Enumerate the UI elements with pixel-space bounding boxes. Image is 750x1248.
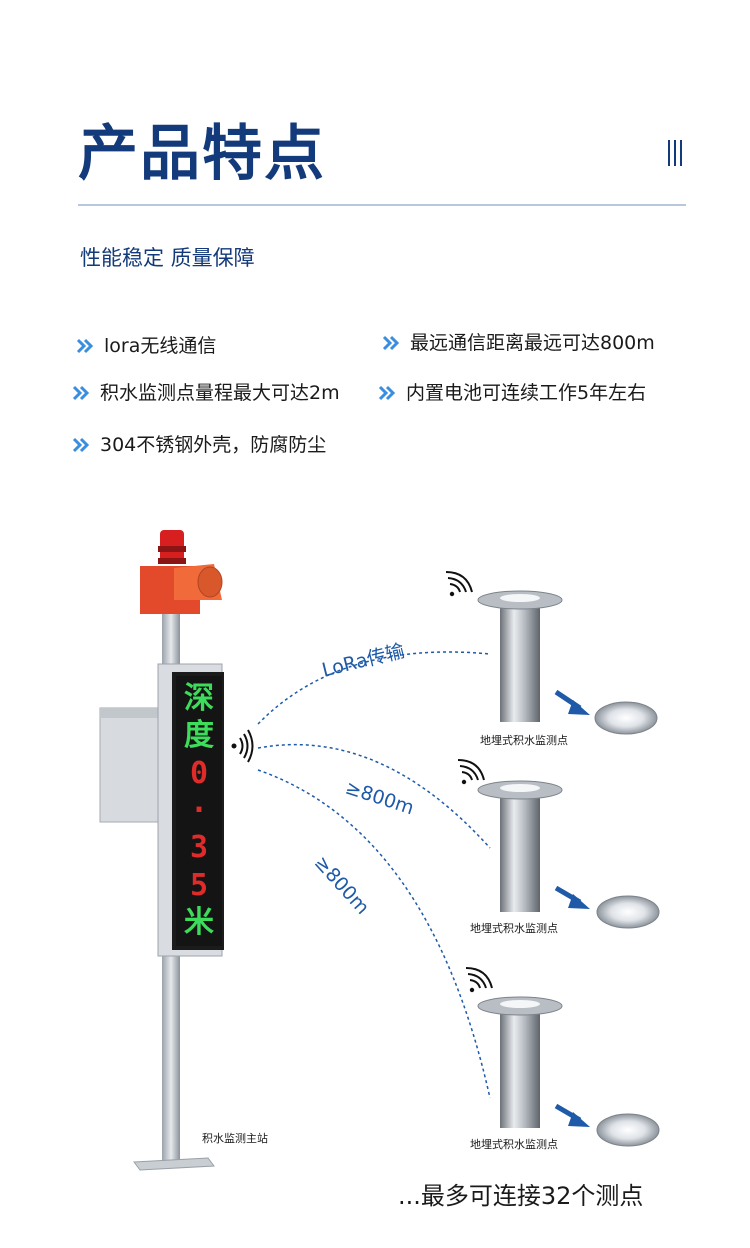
led-char: 5	[189, 867, 209, 903]
feature-text: 内置电池可连续工作5年左右	[406, 382, 647, 404]
feature-item: 最远通信距离最远可达800m	[382, 330, 655, 356]
led-char: 3	[189, 830, 209, 866]
feature-item: 积水监测点量程最大可达2m	[72, 380, 340, 406]
arrow-icon	[568, 1112, 590, 1127]
sensor-node	[457, 759, 660, 929]
feature-item: lora无线通信	[76, 333, 216, 359]
double-chevron-icon	[72, 437, 92, 453]
sensor-node	[465, 967, 660, 1147]
double-chevron-icon	[72, 385, 92, 401]
header-divider	[78, 204, 686, 206]
double-chevron-icon	[382, 335, 402, 351]
feature-item: 内置电池可连续工作5年左右	[378, 380, 646, 406]
led-char: 深	[184, 680, 214, 716]
led-char: ·	[189, 792, 209, 828]
double-chevron-icon	[378, 385, 398, 401]
bottom-caption: ...最多可连接32个测点	[398, 1182, 644, 1210]
title-decoration-bars	[668, 140, 688, 166]
sensor-node	[445, 571, 658, 735]
link-curve	[257, 743, 491, 849]
link-curve	[257, 769, 491, 1099]
arrow-icon	[568, 700, 590, 715]
led-char: 0	[189, 755, 209, 791]
sensor-label: 地埋式积水监测点	[480, 734, 568, 747]
double-chevron-icon	[76, 338, 96, 354]
led-char: 度	[184, 718, 214, 754]
page-title: 产品特点	[78, 119, 326, 189]
station-label: 积水监测主站	[202, 1132, 268, 1145]
feature-item: 304不锈钢外壳，防腐防尘	[72, 432, 326, 458]
feature-text: 积水监测点量程最大可达2m	[100, 382, 340, 404]
feature-text: 最远通信距离最远可达800m	[410, 332, 655, 354]
sensor-label: 地埋式积水监测点	[470, 922, 558, 935]
wireless-signal-icon	[231, 729, 254, 763]
arrow-icon	[568, 894, 590, 909]
led-display: 深 度 0 · 3 5 米	[176, 676, 222, 946]
link-curve	[257, 651, 491, 725]
led-char: 米	[184, 905, 214, 941]
page-subtitle: 性能稳定 质量保障	[80, 246, 255, 270]
feature-text: 304不锈钢外壳，防腐防尘	[100, 434, 327, 456]
sensor-label: 地埋式积水监测点	[470, 1138, 558, 1151]
feature-text: lora无线通信	[104, 335, 217, 357]
